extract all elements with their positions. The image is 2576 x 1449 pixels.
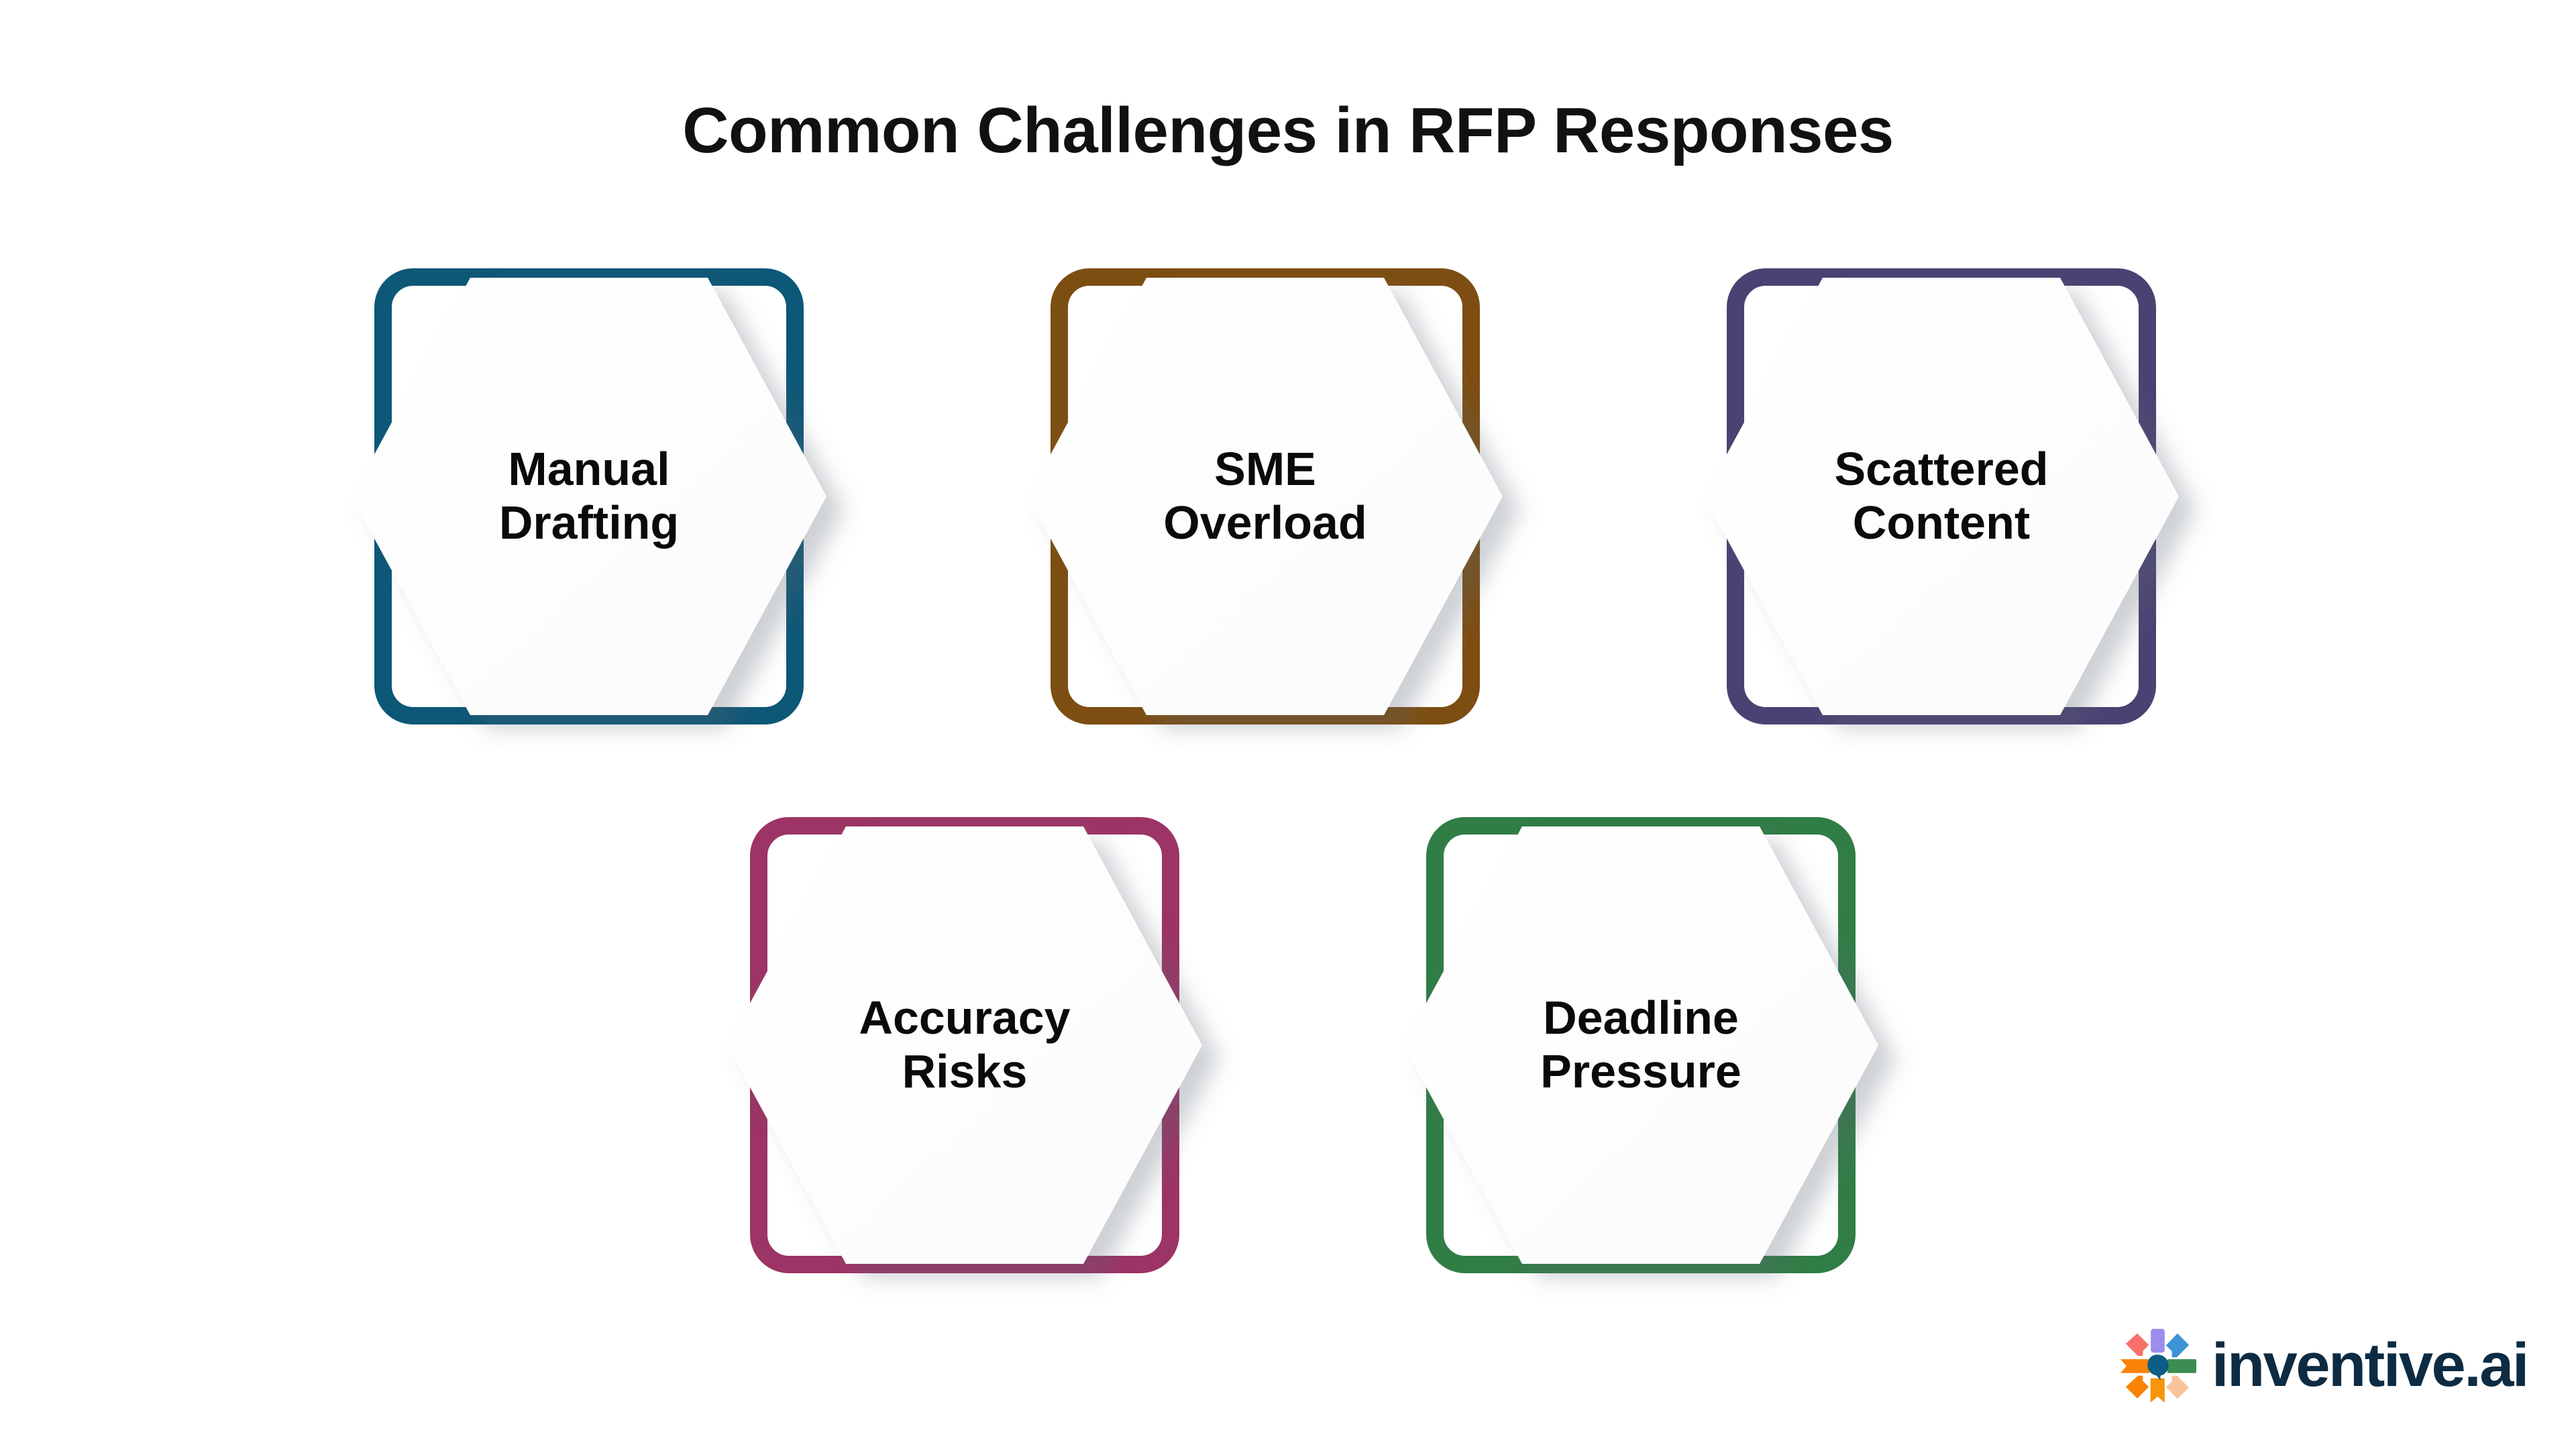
page-title: Common Challenges in RFP Responses xyxy=(682,95,1894,166)
brand-logo: inventive.ai xyxy=(2118,1326,2530,1405)
card-label-line-2: Drafting xyxy=(498,496,680,549)
card-label-line-1: Deadline xyxy=(1543,991,1739,1044)
card-label-line-2: Content xyxy=(1852,496,2031,549)
card-label-line-2: Risks xyxy=(902,1045,1028,1097)
card-label-line-2: Overload xyxy=(1163,496,1367,549)
card-label-line-1: SME xyxy=(1214,443,1316,496)
card-label-line-1: Accuracy xyxy=(859,991,1071,1044)
card-label-line-2: Pressure xyxy=(1540,1045,1741,1097)
logo-wordmark: inventive.ai xyxy=(2211,1331,2530,1399)
inventive-starburst-icon xyxy=(2120,1328,2196,1403)
card-label-line-1: Scattered xyxy=(1834,443,2049,496)
card-label-line-1: Manual xyxy=(508,443,670,496)
